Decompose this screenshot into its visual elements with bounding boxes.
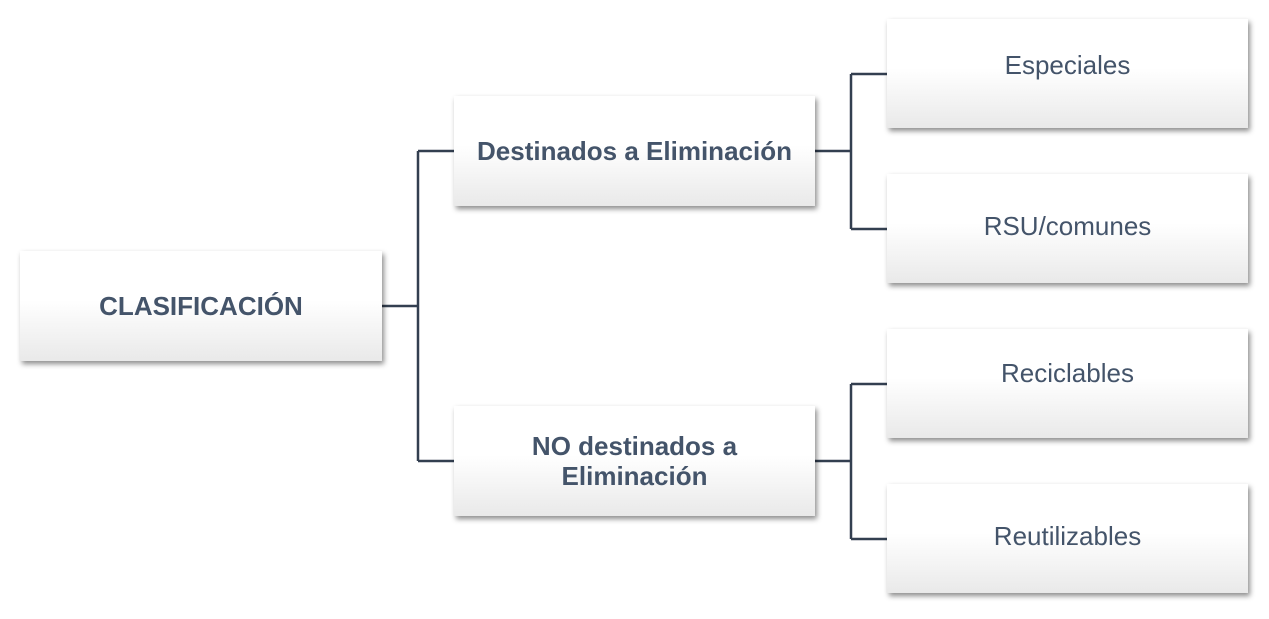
leaf-node-especiales: Especiales bbox=[887, 19, 1248, 128]
branch-node-label: Destinados a Eliminación bbox=[477, 136, 792, 166]
connector-branch1-to-children bbox=[815, 72, 887, 231]
branch-node-no-destinados-eliminacion: NO destinados a Eliminación bbox=[454, 406, 815, 516]
root-node-clasificacion: CLASIFICACIÓN bbox=[20, 251, 382, 361]
connector-root-to-branches bbox=[382, 149, 454, 463]
leaf-node-label: RSU/comunes bbox=[983, 211, 1152, 241]
root-node-label: CLASIFICACIÓN bbox=[99, 291, 303, 321]
branch-node-label: NO destinados a Eliminación bbox=[531, 431, 738, 491]
leaf-node-reutilizables: Reutilizables bbox=[887, 484, 1248, 593]
leaf-node-rsu-comunes: RSU/comunes bbox=[887, 174, 1248, 283]
branch-node-destinados-eliminacion: Destinados a Eliminación bbox=[454, 96, 815, 206]
leaf-node-label: Reciclables bbox=[1001, 358, 1134, 388]
leaf-node-label: Reutilizables bbox=[993, 521, 1142, 551]
leaf-node-label: Especiales bbox=[1004, 50, 1131, 80]
leaf-node-reciclables: Reciclables bbox=[887, 329, 1248, 438]
connector-branch2-to-children bbox=[815, 382, 887, 541]
